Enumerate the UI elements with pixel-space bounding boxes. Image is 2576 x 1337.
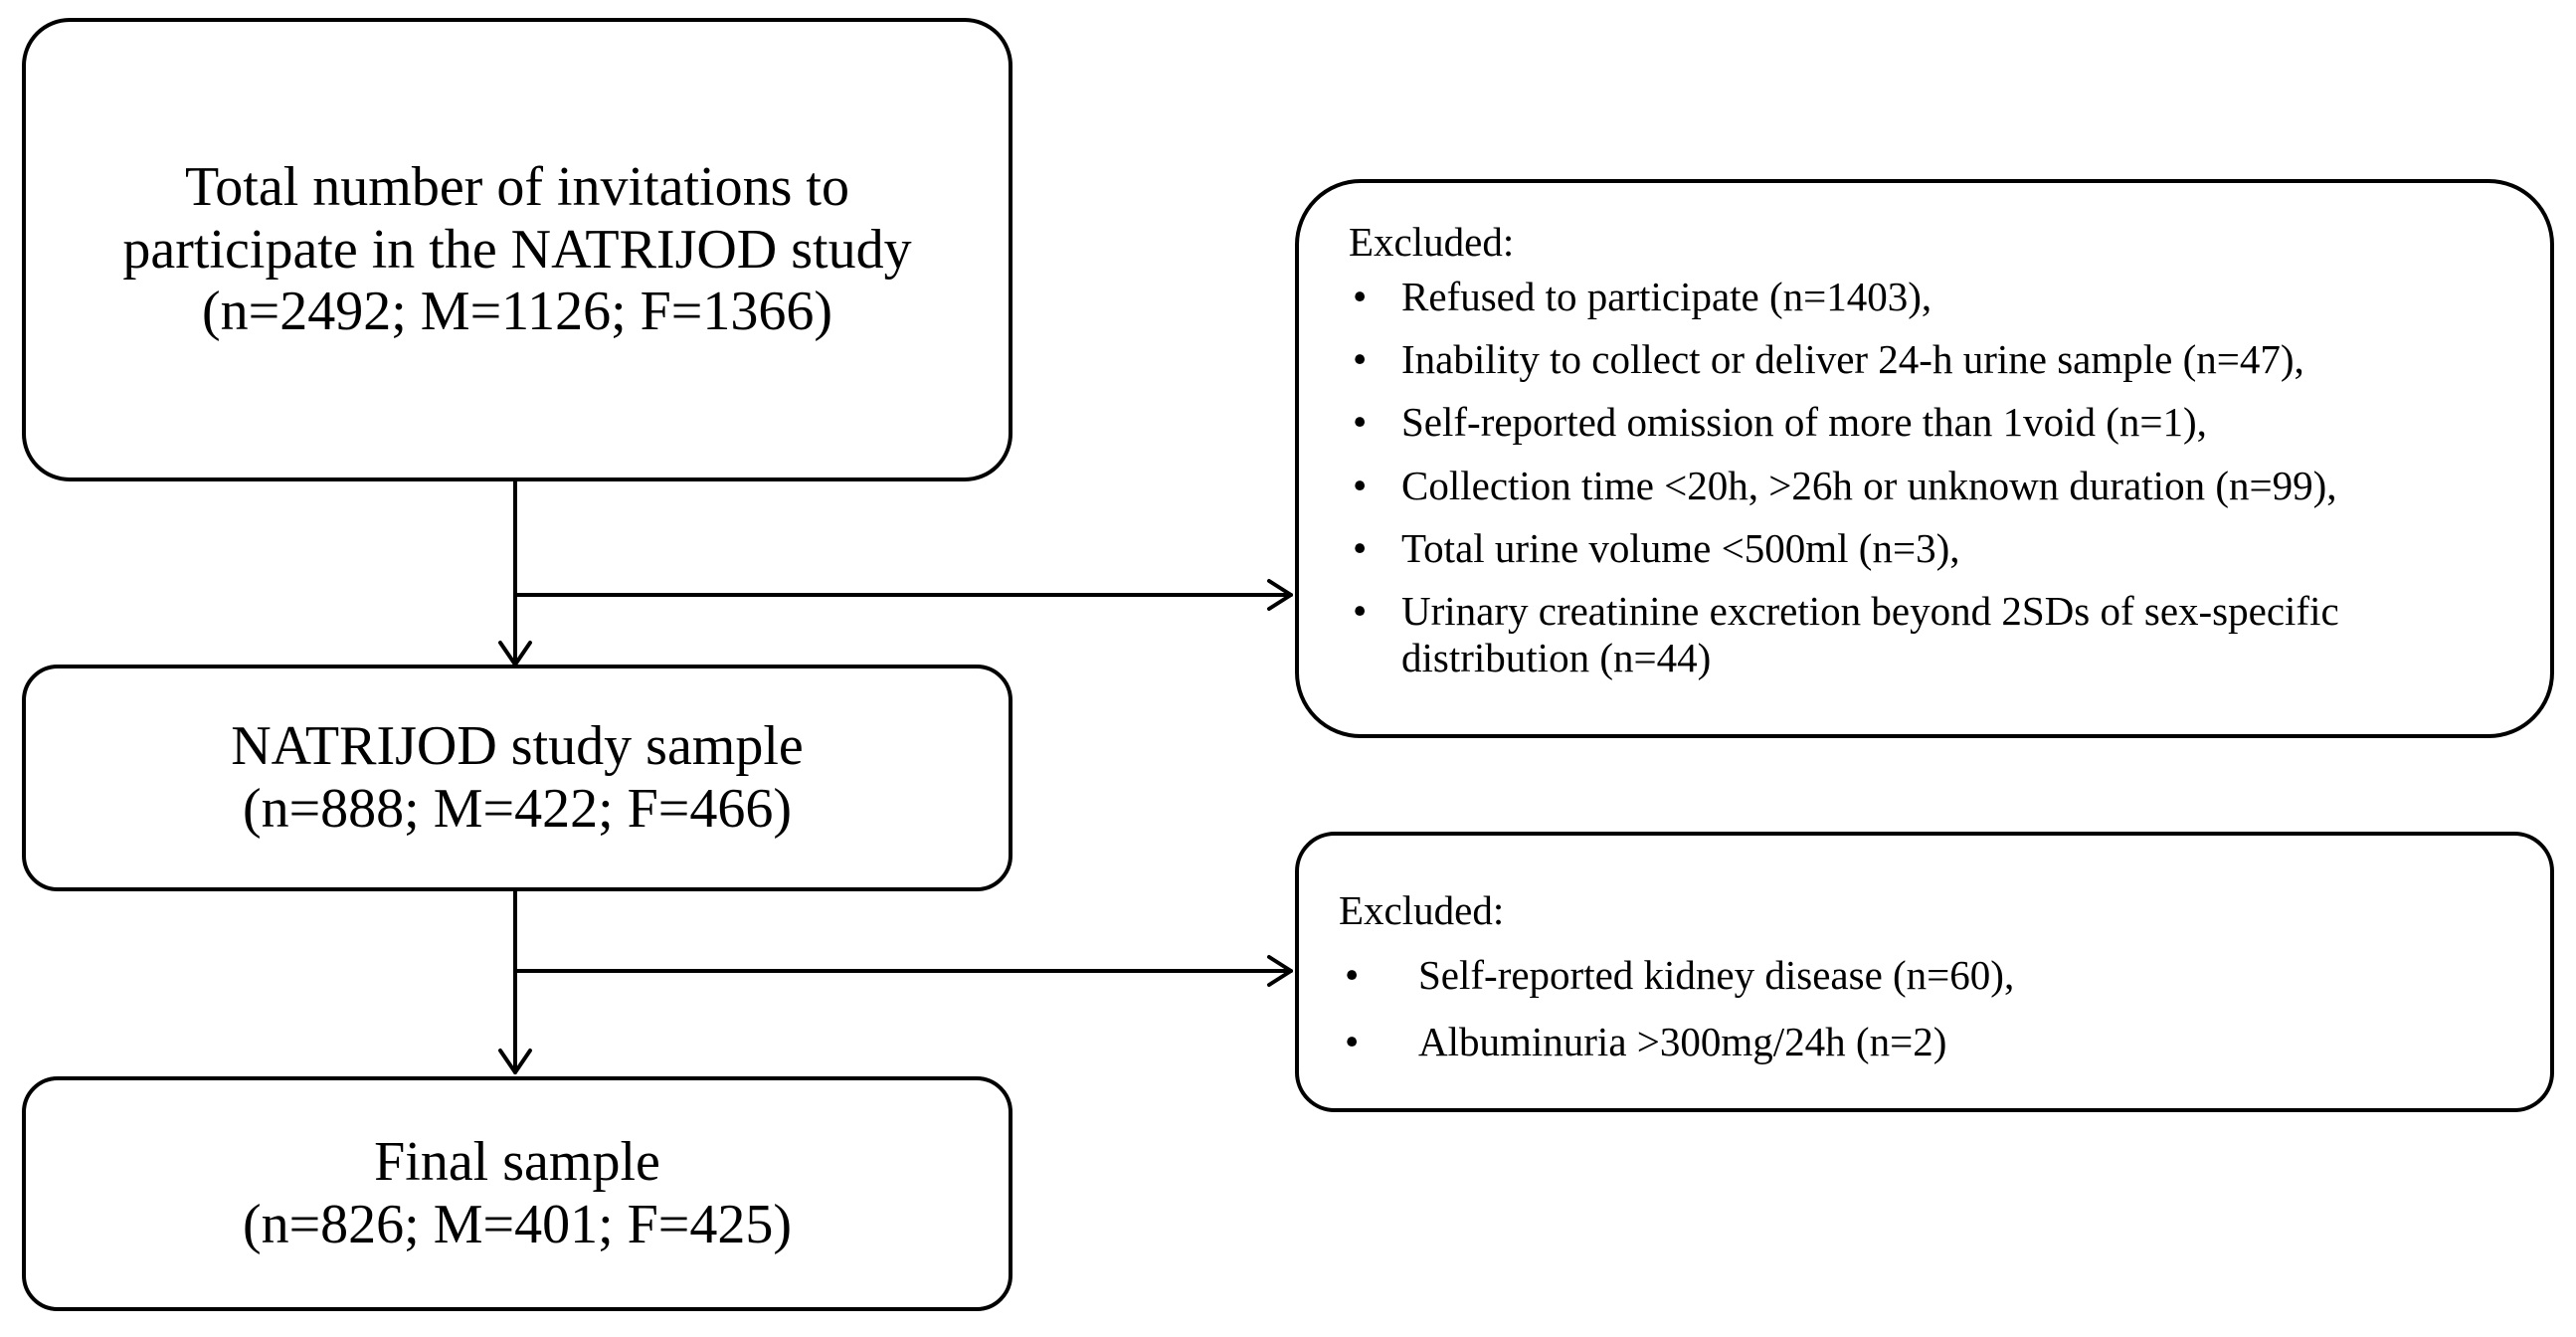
- study-sample-box: NATRIJOD study sample (n=888; M=422; F=4…: [22, 665, 1012, 891]
- exclusions-box-2: Excluded: Self-reported kidney disease (…: [1295, 832, 2554, 1112]
- exclusions-2-title: Excluded:: [1339, 887, 1505, 933]
- final-sample-counts: (n=826; M=401; F=425): [242, 1194, 793, 1255]
- exclusion-item: Total urine volume <500ml (n=3),: [1349, 525, 2510, 572]
- arrowhead-right-1: [1267, 579, 1293, 611]
- exclusions-1-title: Excluded:: [1349, 219, 1515, 265]
- exclusions-2-list: Self-reported kidney disease (n=60), Alb…: [1339, 952, 2510, 1065]
- exclusion-item: Refused to participate (n=1403),: [1349, 274, 2510, 320]
- exclusion-item: Albuminuria >300mg/24h (n=2): [1339, 1019, 2510, 1065]
- invitations-box: Total number of invitations to participa…: [22, 18, 1012, 481]
- exclusion-item: Collection time <20h, >26h or unknown du…: [1349, 463, 2510, 509]
- invitations-line-2: participate in the NATRIJOD study: [122, 218, 912, 281]
- exclusion-item: Self-reported omission of more than 1voi…: [1349, 399, 2510, 446]
- exclusions-1-list: Refused to participate (n=1403), Inabili…: [1349, 274, 2510, 681]
- invitations-counts: (n=2492; M=1126; F=1366): [201, 281, 833, 343]
- study-sample-label: NATRIJOD study sample: [231, 715, 804, 778]
- study-sample-counts: (n=888; M=422; F=466): [242, 778, 793, 840]
- invitations-line-1: Total number of invitations to: [185, 155, 849, 218]
- exclusion-item: Urinary creatinine excretion beyond 2SDs…: [1349, 588, 2510, 681]
- final-sample-box: Final sample (n=826; M=401; F=425): [22, 1076, 1012, 1311]
- final-sample-label: Final sample: [374, 1131, 660, 1194]
- exclusion-item: Self-reported kidney disease (n=60),: [1339, 952, 2510, 999]
- exclusions-box-1: Excluded: Refused to participate (n=1403…: [1295, 179, 2554, 738]
- exclusion-item: Inability to collect or deliver 24-h uri…: [1349, 336, 2510, 383]
- arrowhead-right-2: [1267, 955, 1293, 987]
- arrowhead-down-2: [498, 1049, 532, 1074]
